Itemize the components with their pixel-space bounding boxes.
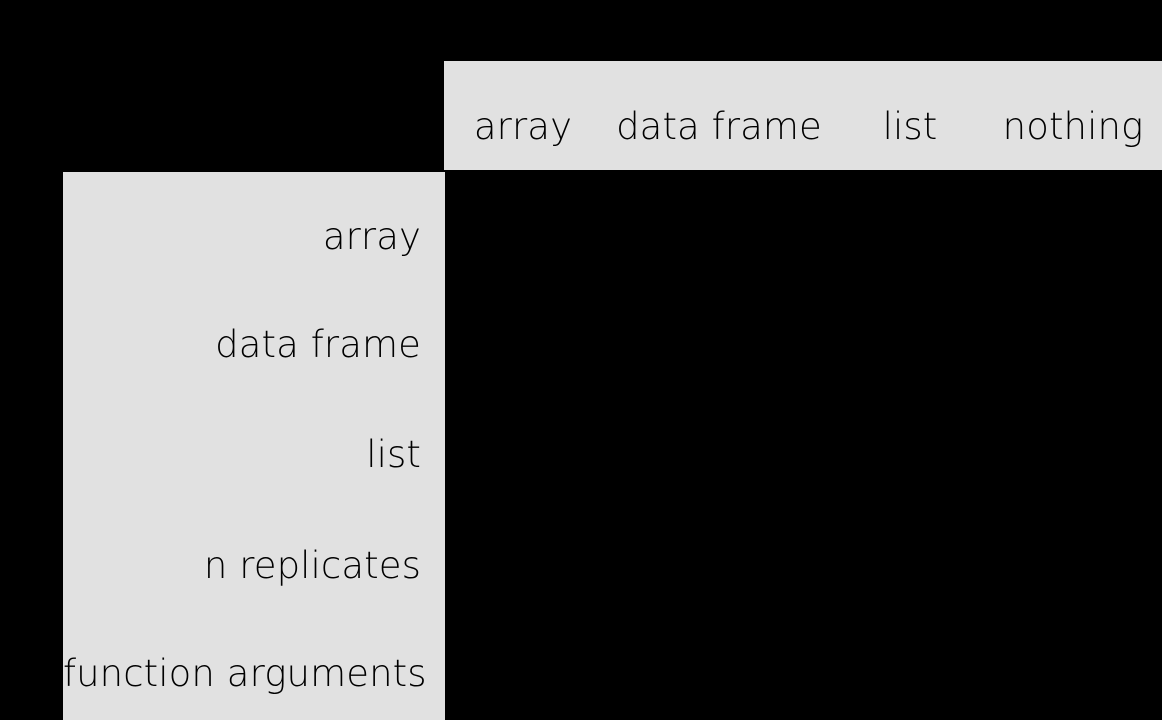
column-header-label[interactable]: array	[473, 105, 573, 148]
row-header-panel	[63, 172, 445, 720]
column-header-gutter	[444, 61, 445, 170]
column-header-label[interactable]: data frame	[616, 105, 822, 148]
matrix-body	[445, 172, 1162, 720]
row-header-label[interactable]: array	[322, 215, 421, 258]
row-header-label[interactable]: data frame	[215, 323, 421, 366]
row-header-label[interactable]: n replicates	[203, 544, 421, 587]
column-header-label[interactable]: list	[882, 105, 938, 148]
column-header-label[interactable]: nothing	[1002, 105, 1144, 148]
row-header-label[interactable]: function arguments	[63, 652, 427, 695]
column-header-panel	[445, 61, 1162, 170]
row-header-label[interactable]: list	[366, 433, 421, 476]
